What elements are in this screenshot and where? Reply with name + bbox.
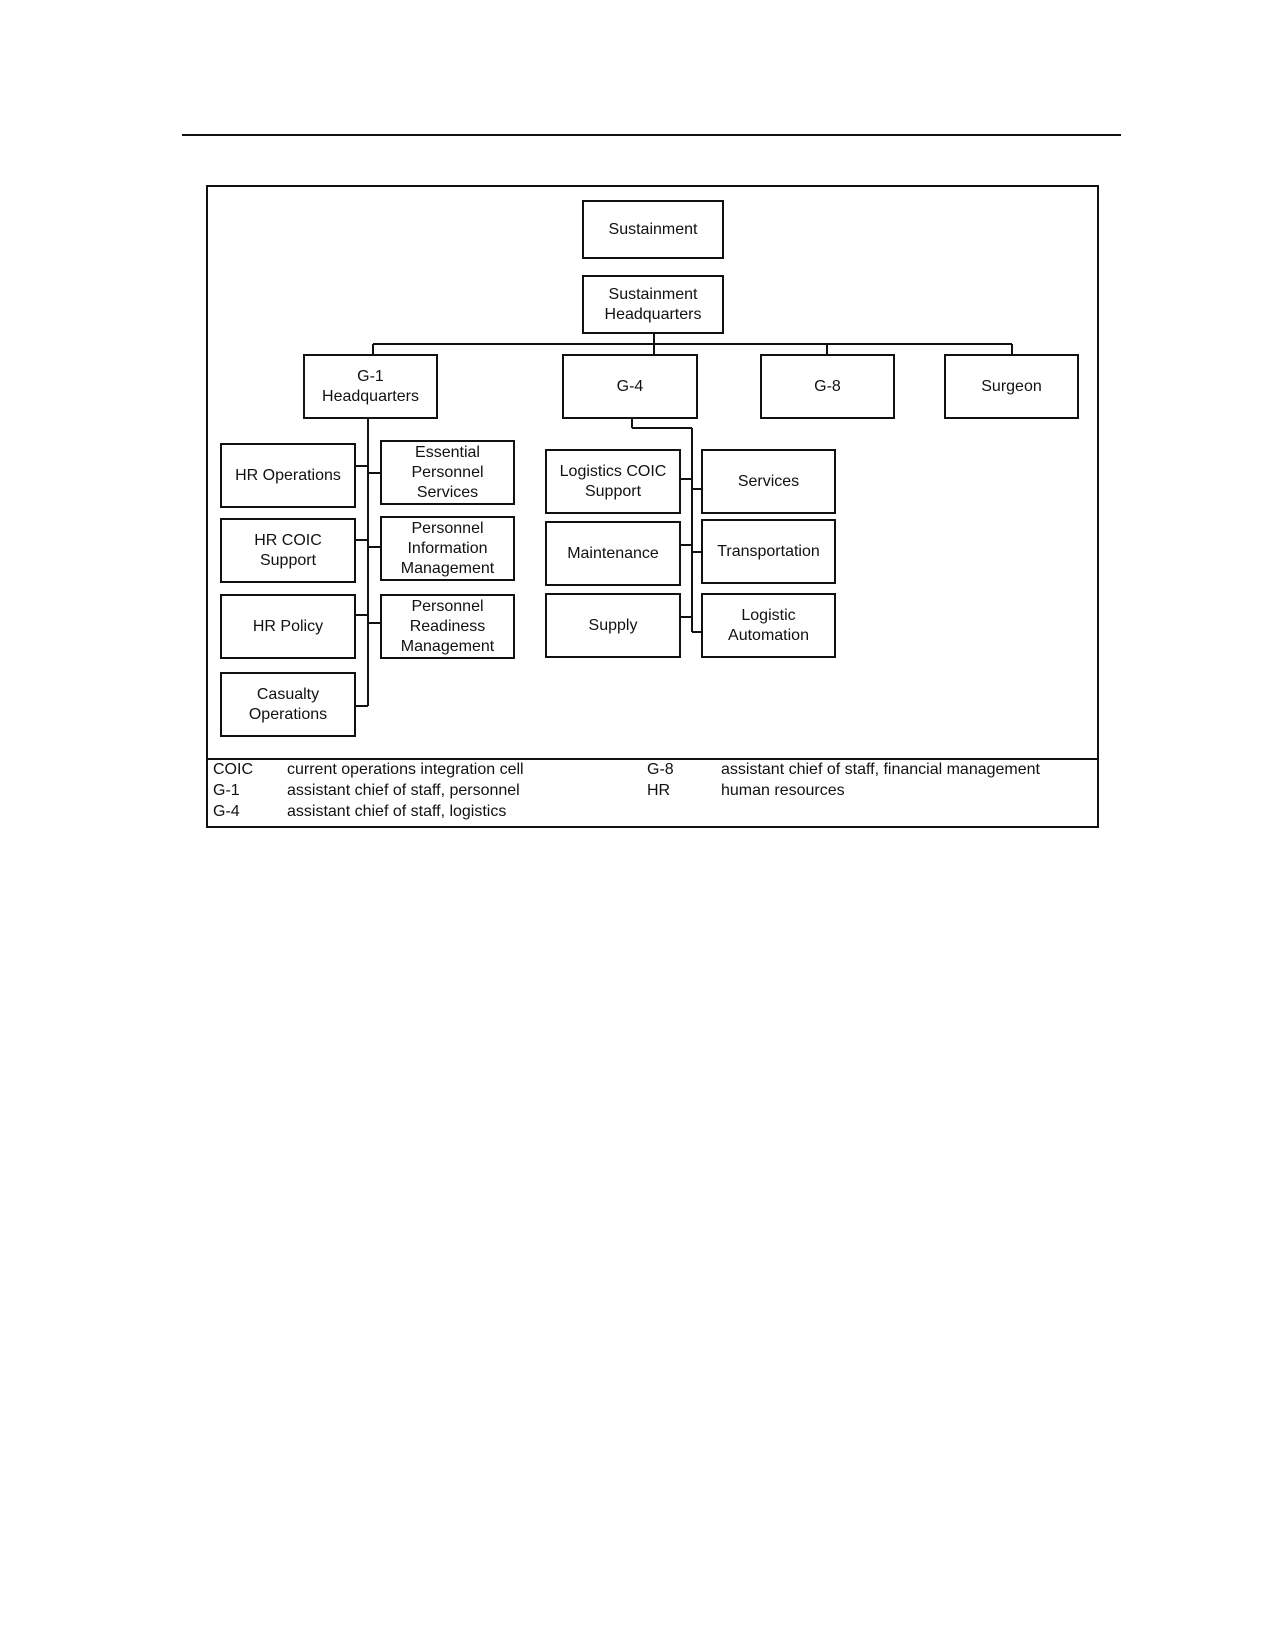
box-maintenance-label: Maintenance — [567, 544, 659, 562]
box-label-line: Support — [259, 551, 317, 569]
box-services: Services — [701, 449, 836, 514]
box-hr-policy-label: HR Policy — [252, 617, 324, 635]
box-supply-label: Supply — [588, 616, 638, 634]
box-g1-headquarters: G-1 Headquarters — [303, 354, 438, 419]
box-services-label: Services — [737, 472, 800, 490]
legend-meaning: current operations integration cell — [287, 761, 524, 778]
box-g4: G-4 — [562, 354, 698, 419]
box-hr-coic-support: HR COIC Support — [220, 518, 356, 583]
box-label-line: Services — [416, 483, 479, 501]
box-surgeon: Surgeon — [944, 354, 1079, 419]
box-label-line: Sustainment — [608, 285, 698, 303]
box-label-line: HR COIC — [254, 531, 322, 549]
legend-abbr: COIC — [213, 761, 253, 778]
box-g4-label: G-4 — [616, 377, 644, 395]
box-label-line: Personnel — [411, 597, 484, 615]
box-sustainment-headquarters: Sustainment Headquarters — [582, 275, 724, 334]
box-sustainment: Sustainment — [582, 200, 724, 259]
box-g8: G-8 — [760, 354, 895, 419]
box-label-line: Personnel — [411, 519, 484, 537]
box-label-line: G-1 — [357, 367, 384, 385]
legend-abbr: HR — [647, 782, 671, 799]
box-essential-personnel-services: Essential Personnel Services — [380, 440, 515, 505]
legend-abbr: G-8 — [647, 761, 674, 778]
legend-abbr: G-4 — [213, 803, 240, 820]
legend-abbr: G-1 — [213, 782, 240, 799]
box-sustainment-label: Sustainment — [608, 220, 698, 238]
legend-meaning: human resources — [721, 782, 845, 799]
box-logistics-coic-support: Logistics COIC Support — [545, 449, 681, 514]
figure-frame — [206, 185, 1099, 828]
legend-meaning: assistant chief of staff, financial mana… — [721, 761, 1040, 778]
box-hr-operations-label: HR Operations — [235, 466, 341, 484]
box-surgeon-label: Surgeon — [981, 377, 1042, 395]
box-transportation-label: Transportation — [717, 542, 820, 560]
box-label-line: Automation — [728, 626, 809, 644]
box-hr-policy: HR Policy — [220, 594, 356, 659]
box-label-line: Management — [400, 559, 495, 577]
legend-meaning: assistant chief of staff, logistics — [287, 803, 507, 820]
box-label-line: Support — [584, 482, 642, 500]
box-label-line: Logistics COIC — [559, 462, 667, 480]
box-label-line: Operations — [248, 705, 328, 723]
box-casualty-operations: Casualty Operations — [220, 672, 356, 737]
box-label-line: Information — [407, 539, 488, 557]
box-label-line: Headquarters — [604, 305, 702, 323]
box-label-line: Readiness — [409, 617, 486, 635]
box-g8-label: G-8 — [814, 377, 841, 395]
box-hr-operations: HR Operations — [220, 443, 356, 508]
box-personnel-readiness-management: Personnel Readiness Management — [380, 594, 515, 659]
box-label-line: Logistic — [741, 606, 796, 624]
legend-separator — [206, 758, 1099, 760]
box-label-line: Casualty — [256, 685, 320, 703]
header-rule — [182, 134, 1121, 136]
legend-meaning: assistant chief of staff, personnel — [287, 782, 520, 799]
box-label-line: Management — [400, 637, 495, 655]
box-label-line: Headquarters — [322, 387, 419, 405]
box-personnel-information-management: Personnel Information Management — [380, 516, 515, 581]
box-transportation: Transportation — [701, 519, 836, 584]
box-logistic-automation: Logistic Automation — [701, 593, 836, 658]
box-maintenance: Maintenance — [545, 521, 681, 586]
box-supply: Supply — [545, 593, 681, 658]
box-label-line: Essential — [415, 443, 480, 461]
box-label-line: Personnel — [411, 463, 484, 481]
